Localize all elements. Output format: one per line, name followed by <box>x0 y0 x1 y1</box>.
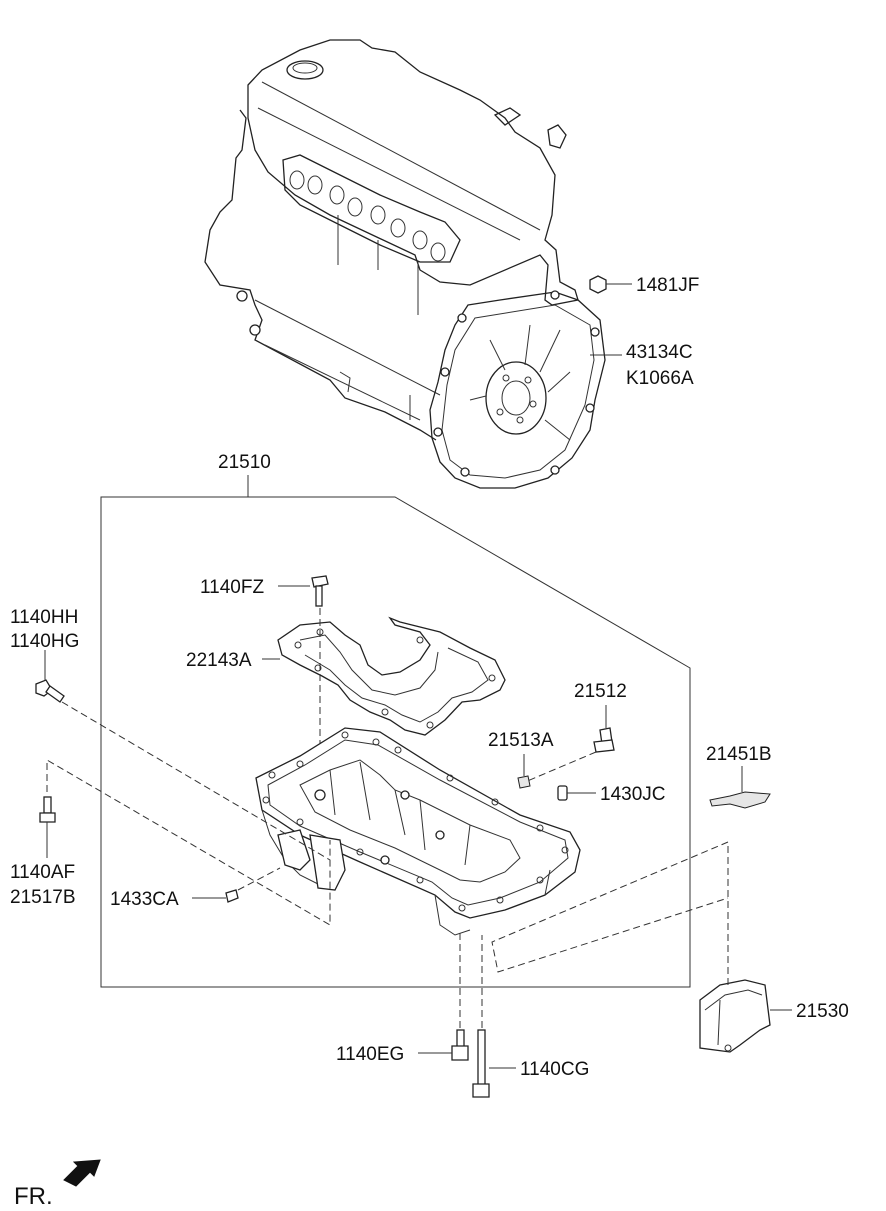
baffle-21451b <box>709 766 771 809</box>
drain-plug-21512 <box>593 705 615 753</box>
bolt-1140af <box>39 796 56 858</box>
bolt-1140hh <box>35 650 65 703</box>
part-label-k1066a: K1066A <box>626 368 694 389</box>
part-label-21530: 21530 <box>796 1001 849 1022</box>
assembly-21510-boundary <box>100 496 691 988</box>
gasket-22143a <box>262 616 506 736</box>
oil-pan-21510 <box>255 727 581 936</box>
pin-1433ca <box>192 889 239 903</box>
part-label-1140hh: 1140HH <box>10 607 78 628</box>
part-label-1140eg: 1140EG <box>336 1044 404 1065</box>
cover-21530 <box>699 979 792 1053</box>
part-label-1433ca: 1433CA <box>110 889 179 910</box>
engine-block-illustration <box>204 39 606 489</box>
part-label-1140af: 1140AF <box>10 862 75 883</box>
bolt-1140cg <box>472 1029 516 1098</box>
pin-1430jc <box>557 785 596 801</box>
part-label-21517b: 21517B <box>10 887 76 908</box>
leader-1140hh-dashed <box>61 701 331 861</box>
leader-21530-dashed <box>491 841 729 985</box>
part-label-1481jf: 1481JF <box>636 275 699 296</box>
leader-1140af-dashed <box>46 759 331 926</box>
leader-21512-dashed <box>524 751 597 783</box>
part-label-21510: 21510 <box>218 452 271 473</box>
part-label-21451b: 21451B <box>706 744 772 765</box>
part-label-1140hg: 1140HG <box>10 631 79 652</box>
leader-1433ca-dashed <box>237 867 281 891</box>
part-label-22143a: 22143A <box>186 650 252 671</box>
bolt-1140fz <box>278 575 329 607</box>
front-marker-label: FR. <box>14 1183 53 1210</box>
part-label-21513a: 21513A <box>488 730 554 751</box>
clip-1481jf <box>589 275 632 294</box>
part-label-21512: 21512 <box>574 681 627 702</box>
part-label-1430jc: 1430JC <box>600 784 666 805</box>
front-direction-arrow-icon <box>63 1159 101 1187</box>
part-label-1140cg: 1140CG <box>520 1059 589 1080</box>
bolt-1140eg <box>418 1029 469 1061</box>
washer-21513a <box>517 754 531 789</box>
part-label-1140fz: 1140FZ <box>200 577 264 598</box>
part-label-43134c: 43134C <box>626 342 693 363</box>
